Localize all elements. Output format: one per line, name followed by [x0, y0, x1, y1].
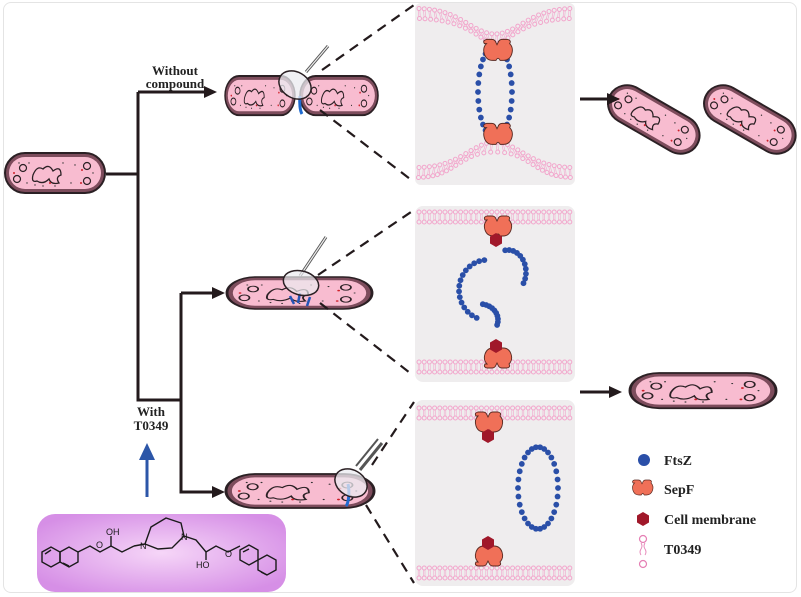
- label-compound: compound: [146, 76, 205, 91]
- legend-item-t0349: T0349: [638, 534, 701, 569]
- atom-o-left: O: [96, 540, 103, 550]
- ftsz-fragment-left: [456, 257, 488, 321]
- atom-n-right: N: [181, 532, 188, 542]
- legend-item-ftsz: FtsZ: [638, 454, 692, 469]
- lipid-icon: [638, 534, 648, 569]
- magnifier-icon: [278, 45, 330, 100]
- atom-oh-top: OH: [106, 527, 120, 537]
- label-without: Without: [152, 63, 199, 78]
- ftsz-dot-icon: [638, 454, 650, 466]
- atom-n-left: N: [140, 541, 147, 551]
- daughter-cell-1: [600, 77, 708, 162]
- arrowheads: [204, 86, 225, 498]
- branch-lines: [106, 90, 213, 494]
- label-t0349: T0349: [134, 418, 169, 433]
- blue-up-arrow-icon: [139, 443, 155, 497]
- cell-elongated: [628, 371, 778, 410]
- atom-ho-bottom: HO: [196, 560, 210, 570]
- zoom-dashed-lines: [317, 4, 415, 584]
- panel-ftsz-fragmented: [415, 206, 575, 382]
- legend-label-t0349: T0349: [664, 543, 701, 558]
- atom-o-right: O: [225, 549, 232, 559]
- legend: FtsZ SepF Cell membrane T0349: [632, 454, 756, 569]
- label-with: With: [137, 404, 166, 419]
- molecule-t0349-structure: OH HO O O N N: [37, 514, 286, 592]
- magnifier-icon: [282, 236, 328, 297]
- legend-label-sepf: SepF: [664, 483, 694, 498]
- ftsz-fragment-right: [502, 247, 529, 287]
- ftsz-ring-detached: [515, 444, 561, 532]
- sepf-icon: [632, 479, 654, 496]
- legend-label-ftsz: FtsZ: [664, 454, 692, 469]
- figure-frame: [3, 2, 797, 593]
- arrowhead-branch-upper: [212, 287, 225, 299]
- legend-item-cell-membrane: Cell membrane: [637, 512, 756, 528]
- cell-initial: [4, 152, 106, 194]
- legend-item-sepf: SepF: [632, 479, 694, 498]
- ftsz-fragment-bottom: [479, 301, 501, 328]
- arrowhead-branch-lower: [212, 486, 225, 498]
- sepf-top: [483, 215, 513, 237]
- panel-normal-division: [415, 3, 575, 185]
- hexagon-icon: [637, 512, 649, 526]
- result-arrows: [580, 93, 622, 398]
- daughter-cell-2: [696, 77, 801, 162]
- sepf-bottom: [483, 122, 513, 145]
- legend-label-cell-membrane: Cell membrane: [664, 513, 756, 528]
- sepf-top: [474, 411, 504, 433]
- magnifier-icon: [334, 438, 384, 498]
- arrowhead-without-compound: [204, 86, 217, 98]
- sepf-top: [483, 38, 513, 61]
